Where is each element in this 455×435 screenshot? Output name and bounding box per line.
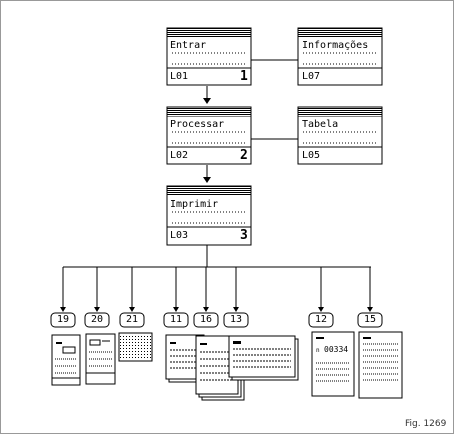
module-header-stripes [167,107,251,117]
module-title-tabela: Tabela [302,119,339,130]
module-informacoes [297,27,383,86]
arrowhead [94,307,100,312]
module-number-imprimir: 3 [240,228,248,243]
output-badge-13: 13 [229,314,243,325]
module-number-processar: 2 [240,148,248,163]
output-badge-12: 12 [314,314,328,325]
module-header-stripes [298,107,382,117]
module-code-entrar: L01 [170,71,189,82]
output-badge-16: 16 [199,314,213,325]
module-title-processar: Processar [170,119,225,130]
output-badge-11: 11 [169,314,183,325]
module-title-imprimir: Imprimir [170,199,219,210]
module-imprimir [166,185,252,246]
document-20-icon [85,333,116,385]
document-12-icon [311,331,355,397]
output-drops [62,267,371,309]
arrowhead [60,307,66,312]
arrowhead [129,307,135,312]
document-stack-16-icon [195,335,245,401]
badge-12 [308,312,334,328]
output-badges [50,312,383,328]
module-code-informacoes: L07 [302,71,321,82]
arrowhead [203,307,209,312]
badge-21 [119,312,145,328]
arrowheads [203,98,211,183]
module-entrar [166,27,252,86]
figure-caption: Fig. 1269 [405,419,447,429]
module-title-informacoes: Informações [302,40,369,51]
form-12-number: 00334 [324,345,349,354]
arrowhead [233,307,239,312]
module-processar [166,106,252,165]
output-badge-15: 15 [363,314,377,325]
document-15-icon [358,331,403,399]
badge-13 [223,312,249,328]
output-badge-21: 21 [125,314,139,325]
module-code-processar: L02 [170,150,189,161]
drop-arrowheads [60,307,373,312]
arrowhead [203,98,211,104]
arrowhead [203,177,211,183]
badge-16 [193,312,219,328]
output-badge-20: 20 [90,314,104,325]
arrowhead [318,307,324,312]
arrowhead [367,307,373,312]
module-title-entrar: Entrar [170,40,207,51]
document-19-icon [51,334,81,386]
module-header-stripes [298,28,382,38]
arrowhead [173,307,179,312]
module-header-stripes [167,186,251,196]
form-12-prefix: n [316,347,320,354]
badge-15 [357,312,383,328]
module-code-tabela: L05 [302,150,321,161]
module-box [166,185,252,246]
document-stack-13-icon [228,335,299,381]
badge-11 [163,312,189,328]
module-header-stripes [167,28,251,38]
module-number-entrar: 1 [240,69,248,84]
output-badge-19: 19 [56,314,70,325]
badge-19 [50,312,76,328]
badge-20 [84,312,110,328]
module-code-imprimir: L03 [170,230,189,241]
module-tabela [297,106,383,165]
document-21-icon [118,332,153,362]
